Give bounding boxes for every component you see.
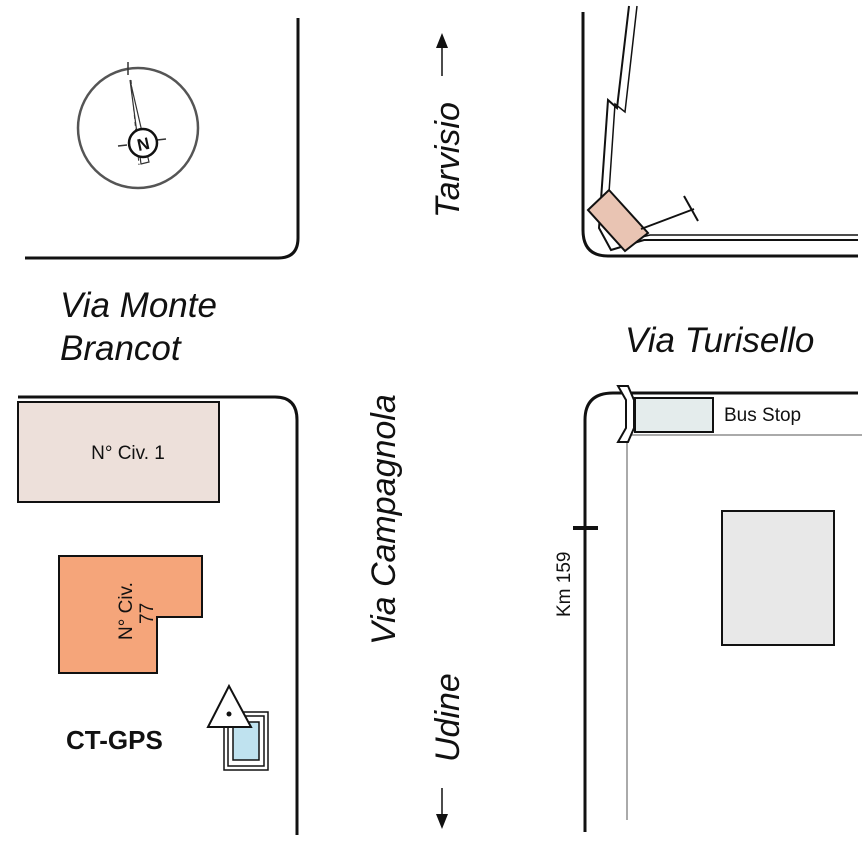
building-southeast <box>721 510 835 646</box>
street-label-west-line2: Brancot <box>60 329 182 368</box>
compass-icon: N <box>76 62 200 190</box>
street-label-west-line1: Via Monte <box>60 286 217 325</box>
arrow-up-icon <box>436 33 448 76</box>
street-label-east: Via Turisello <box>625 321 814 360</box>
block-northeast-edge <box>581 12 858 258</box>
building-civ-1-label: N° Civ. 1 <box>91 443 165 464</box>
triangle-benchmark-icon <box>206 683 253 728</box>
survey-tie-line <box>640 208 695 230</box>
compass-north-letter: N <box>135 134 151 155</box>
km-marker-label: Km 159 <box>554 552 575 617</box>
block-southwest-edge <box>18 395 299 835</box>
street-label-main: Via Campagnola <box>365 394 403 645</box>
street-label-north: Tarvisio <box>429 102 467 218</box>
block-northwest-edge <box>25 18 300 260</box>
survey-tie-tick <box>683 195 699 222</box>
building-civ-77 <box>58 555 203 674</box>
building-civ-1 <box>17 401 220 503</box>
gps-station-label: CT-GPS <box>66 725 163 755</box>
bus-stop-label: Bus Stop <box>724 405 801 426</box>
sidewalk-inner-line <box>626 424 862 820</box>
bus-stop-platform <box>634 397 714 433</box>
northeast-sidewalk-inner <box>606 5 858 244</box>
arrow-down-icon <box>436 788 448 829</box>
bus-stop-shelter <box>616 385 635 443</box>
building-corner-northeast <box>586 188 650 253</box>
northeast-sidewalk <box>597 5 858 252</box>
block-southeast-edge <box>583 391 858 832</box>
street-label-south: Udine <box>429 673 467 762</box>
building-civ-77-label-line2: 77 <box>137 603 158 624</box>
building-civ-77-label-line1: N° Civ. <box>116 582 137 640</box>
